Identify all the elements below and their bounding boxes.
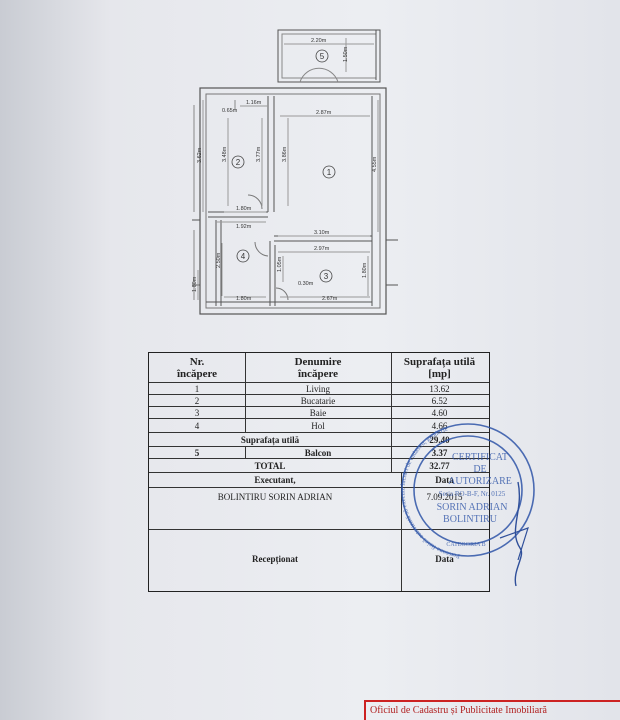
cell-area: 4.66: [431, 420, 448, 431]
cell-name: Hol: [311, 420, 325, 431]
table-header-row: Nr. încăpere Denumire încăpere Suprafața…: [149, 353, 489, 383]
cell-nr: 5: [194, 447, 200, 458]
total-row: TOTAL 32.77: [149, 459, 489, 473]
executant-label: Executant,: [254, 475, 296, 485]
room-number: 2: [236, 158, 241, 167]
table-row: 1 Living 13.62: [149, 383, 489, 395]
dim-label: 3.48m: [222, 146, 228, 162]
cell-name: Living: [306, 383, 330, 394]
certification-stamp: Persoana fizică autorizată să execute lu…: [400, 423, 535, 587]
stamp-text: Seria RO-B-F, Nr. 0125: [439, 490, 506, 498]
dim-label: 0.30m: [298, 281, 314, 287]
header-text: Suprafața utilă: [403, 355, 476, 368]
header-text: Denumire: [294, 355, 342, 368]
cell-nr: 4: [194, 420, 200, 431]
header-text: [mp]: [428, 367, 451, 380]
stamp-text: DE: [473, 464, 486, 475]
dim-label: 1.80m: [236, 296, 252, 302]
executant-name: BOLINTIRU SORIN ADRIAN: [217, 492, 333, 502]
dim-label: 2.50m: [216, 252, 222, 268]
table-row: 5 Balcon 3.37: [149, 447, 489, 459]
dim-label: 3.86m: [282, 146, 288, 162]
signature: [514, 481, 523, 587]
surface-table: Nr. încăpere Denumire încăpere Suprafața…: [148, 352, 490, 592]
header-nr: Nr. încăpere: [149, 353, 245, 382]
header-text: Nr.: [189, 355, 205, 368]
room-number: 5: [320, 52, 325, 61]
total-value: 32.77: [429, 460, 450, 471]
dim-label: 1.80m: [236, 206, 252, 212]
dim-label: 1.92m: [236, 224, 252, 230]
dim-label: 3.10m: [314, 230, 330, 236]
dim-label: 2.20m: [311, 38, 327, 44]
stamp-text: CERTIFICAT: [452, 452, 508, 463]
dim-label: 1.80m: [192, 276, 198, 292]
executant-header-row: Executant, Data: [149, 473, 489, 488]
dim-label: 4.55m: [372, 156, 378, 172]
executant-date-label: Data: [435, 475, 454, 485]
subtotal-value: 29.40: [429, 434, 450, 445]
cell-area: 3.37: [431, 447, 448, 458]
floor-plan: 2.20m 1.50m 1.16m 0.65m 2.87m 3.62m 3.48…: [192, 29, 398, 315]
dim-label: 1.16m: [246, 100, 262, 106]
executant-row: BOLINTIRU SORIN ADRIAN 7.09.2015: [149, 488, 489, 530]
header-text: încăpere: [176, 367, 218, 380]
stamp-text: BOLINTIRU: [443, 514, 498, 525]
dim-label: 3.77m: [256, 146, 262, 162]
cell-area: 4.60: [431, 407, 448, 418]
cell-area: 6.52: [431, 395, 448, 406]
header-suprafata: Suprafața utilă [mp]: [391, 353, 488, 382]
dim-label: 2.97m: [314, 246, 330, 252]
dim-label: 3.62m: [197, 147, 203, 163]
subtotal-label: Suprafața utilă: [240, 434, 300, 445]
dim-label: 1.50m: [343, 46, 349, 62]
dim-label: 1.80m: [362, 262, 368, 278]
stamp-text: CATEGORIA B: [446, 542, 485, 548]
ocpi-stamp: Oficiul de Cadastru și Publicitate Imobi…: [364, 700, 620, 720]
table-row: 3 Baie 4.60: [149, 407, 489, 419]
room-number: 3: [324, 272, 329, 281]
cell-area: 13.62: [429, 383, 450, 394]
cell-nr: 1: [194, 383, 200, 394]
room-number: 1: [327, 168, 332, 177]
header-text: încăpere: [297, 367, 339, 380]
cell-name: Baie: [309, 407, 327, 418]
executant-date: 7.09.2015: [426, 492, 463, 502]
cell-name: Bucatarie: [300, 395, 336, 406]
cell-nr: 3: [194, 407, 200, 418]
dim-label: 2.67m: [322, 296, 338, 302]
cell-name: Balcon: [304, 447, 332, 458]
stamp-text: SORIN ADRIAN: [437, 502, 508, 513]
stamp-text: AUTORIZARE: [448, 476, 512, 487]
receptionat-date-label: Data: [435, 554, 454, 564]
dim-label: 1.05m: [277, 256, 283, 272]
receptionat-row: Recepționat Data: [149, 530, 489, 591]
receptionat-label: Recepționat: [252, 554, 298, 564]
cell-nr: 2: [194, 395, 200, 406]
room-number: 4: [241, 252, 246, 261]
subtotal-row: Suprafața utilă 29.40: [149, 433, 489, 447]
table-row: 2 Bucatarie 6.52: [149, 395, 489, 407]
dim-label: 0.65m: [222, 108, 238, 114]
dim-label: 2.87m: [316, 110, 332, 116]
header-denumire: Denumire încăpere: [245, 353, 391, 382]
total-label: TOTAL: [254, 460, 286, 471]
table-row: 4 Hol 4.66: [149, 419, 489, 433]
